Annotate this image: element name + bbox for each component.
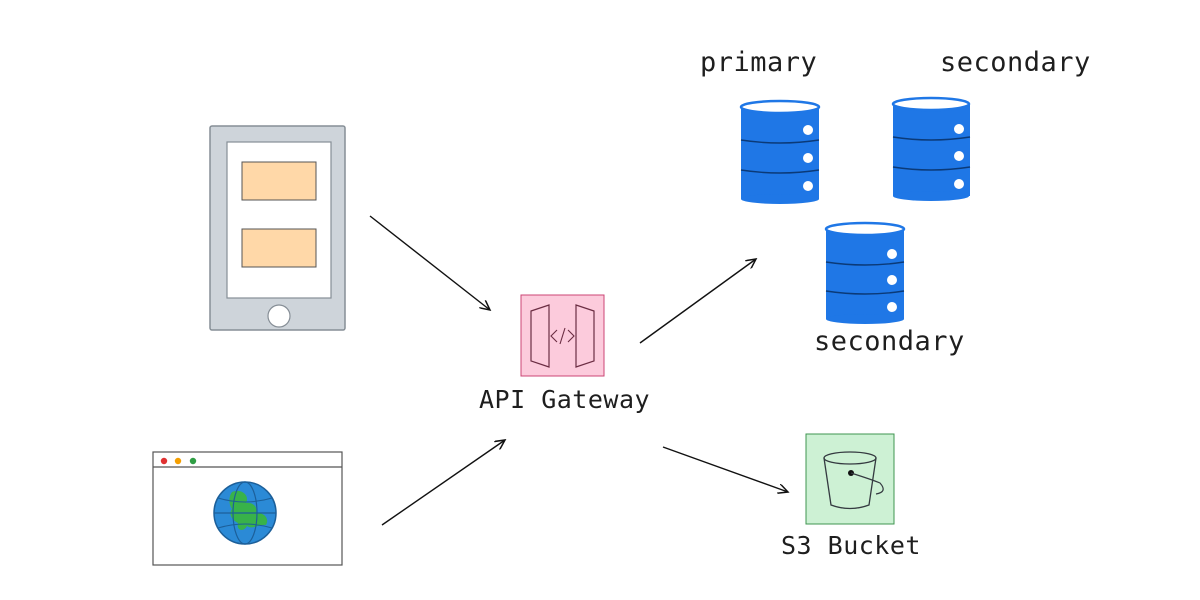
database-primary-icon: [739, 99, 821, 204]
arrow-mobile-to-gateway: [369, 215, 490, 310]
api-gateway-label: API Gateway: [479, 385, 651, 414]
bucket-icon: [823, 451, 884, 510]
mobile-phone-icon: [209, 125, 346, 331]
database-secondary-top-icon: [891, 96, 971, 201]
api-gateway-icon: [520, 294, 605, 377]
database-label-secondary-top: secondary: [940, 47, 1091, 78]
s3-bucket-label: S3 Bucket: [781, 531, 921, 560]
arrow-gateway-to-database: [639, 259, 756, 344]
database-label-primary: primary: [700, 47, 818, 78]
arrow-gateway-to-s3: [662, 446, 788, 492]
s3-bucket-icon: [805, 433, 895, 525]
connection-arrows: [369, 215, 788, 526]
browser-globe-icon: [152, 451, 343, 566]
arrow-browser-to-gateway: [381, 440, 505, 526]
database-secondary-bottom-icon: [824, 221, 906, 324]
globe-icon: [213, 481, 277, 545]
database-label-secondary-bottom: secondary: [814, 326, 965, 357]
